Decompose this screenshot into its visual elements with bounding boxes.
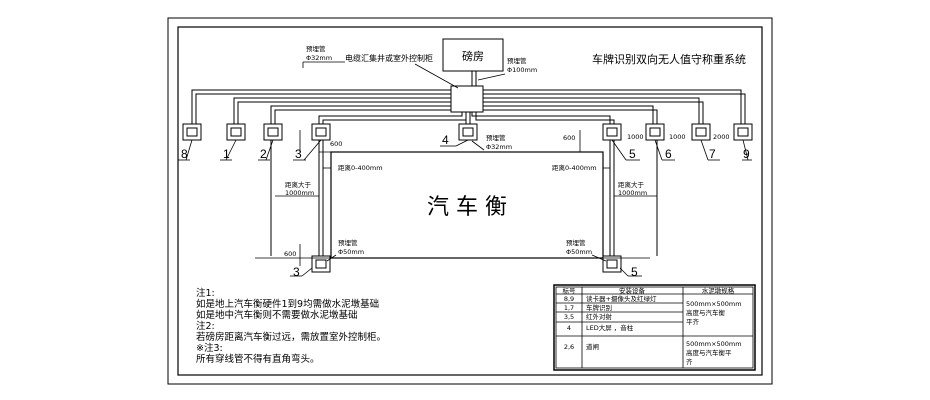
table-cell: 4 xyxy=(567,324,571,332)
note-line: 如是地上汽车衡硬件1到9均需做水泥墩基础 xyxy=(196,298,379,310)
post-number: 5 xyxy=(631,265,638,279)
table-cell: 3,5 xyxy=(564,313,574,321)
pipe-100-spec: Φ100mm xyxy=(507,66,537,74)
dim-1000: 1000 xyxy=(627,133,644,141)
dim-600-top: 600 xyxy=(330,140,342,148)
post-number: 3 xyxy=(295,147,302,161)
svg-text:高度与汽车衡: 高度与汽车衡 xyxy=(686,308,726,317)
post-number: 9 xyxy=(743,147,750,161)
svg-text:1000mm: 1000mm xyxy=(285,189,314,197)
dim-600-bottom: 600 xyxy=(284,250,296,258)
truck-scale-label: 汽 车 衡 xyxy=(427,195,507,220)
post-number: 7 xyxy=(709,147,716,161)
note-line: 如是地中汽车衡则不需要做水泥墩基础 xyxy=(196,309,358,321)
dim-1000: 1000 xyxy=(669,133,686,141)
table-cell: 车牌识别 xyxy=(586,303,612,312)
table-cell: 8,9 xyxy=(564,295,574,303)
post-number: 4 xyxy=(442,133,449,147)
notes: 注1: 如是地上汽车衡硬件1到9均需做水泥墩基础 如是地中汽车衡则不需要做水泥墩… xyxy=(196,287,386,365)
table-cell: 1,7 xyxy=(564,304,574,312)
note-line: 注2: xyxy=(196,320,215,332)
spec-a: 500mm×500mm xyxy=(686,300,742,308)
equipment-table: 标号 安装设备 水泥墩规格 8,9 读卡器+摄像头及红绿灯 1,7 车牌识别 3… xyxy=(553,284,756,371)
svg-text:1000mm: 1000mm xyxy=(618,189,647,197)
table-cell: 红外对射 xyxy=(586,312,613,321)
post-number: 6 xyxy=(665,147,672,161)
svg-text:平齐: 平齐 xyxy=(686,317,700,326)
svg-text:齐: 齐 xyxy=(686,357,693,366)
note-line: ※注3: xyxy=(196,342,223,354)
table-cell: LED大屏 ，音柱 xyxy=(586,323,634,332)
distance-gt-1000-left: 距离大于 xyxy=(285,180,312,189)
note-line: 若磅房距离汽车衡过远，需放置室外控制柜。 xyxy=(196,331,386,343)
pipe-50-right-spec: Φ50mm xyxy=(566,248,592,256)
diagram-title: 车牌识别双向无人值守称重系统 xyxy=(592,52,746,66)
bottom-posts xyxy=(311,255,622,273)
table-cell: 读卡器+摄像头及红绿灯 xyxy=(586,294,657,303)
left-pipes xyxy=(191,89,467,124)
dim-2000: 2000 xyxy=(713,133,730,141)
post-number: 8 xyxy=(181,147,188,161)
pipe-32-center-label: 预埋管 xyxy=(486,133,506,142)
weighbridge-room xyxy=(442,38,504,72)
post-number: 2 xyxy=(260,147,267,161)
table-cell: 道闸 xyxy=(586,342,599,351)
post-number: 3 xyxy=(293,265,300,279)
weighbridge-room-label: 磅房 xyxy=(462,49,484,63)
pipe-50-right-label: 预埋管 xyxy=(566,238,586,247)
inner-frame xyxy=(177,26,763,376)
pipe-32-center-spec: Φ32mm xyxy=(486,143,512,151)
distance-gt-1000-right: 距离大于 xyxy=(618,180,645,189)
distance-0-400-right: 距离0-400mm xyxy=(552,163,597,172)
outer-frame xyxy=(167,17,773,385)
pipe-100-label: 预埋管 xyxy=(507,56,527,65)
pipe-32-spec: Φ32mm xyxy=(306,54,332,62)
note-line: 所有穿线管不得有直角弯头。 xyxy=(196,353,320,365)
right-pipes xyxy=(471,89,746,124)
pipe-50-left-spec: Φ50mm xyxy=(338,248,364,256)
table-header: 安装设备 xyxy=(619,286,646,295)
table-cell: 2,6 xyxy=(564,343,574,351)
post-number: 5 xyxy=(629,147,636,161)
svg-text:高度与汽车衡平: 高度与汽车衡平 xyxy=(686,348,732,357)
distance-0-400-left: 距离0-400mm xyxy=(338,163,383,172)
dim-600-right: 600 xyxy=(563,134,575,142)
note-line: 注1: xyxy=(196,287,215,299)
pipe-50-left-label: 预埋管 xyxy=(338,238,358,247)
spec-b: 500mm×500mm xyxy=(686,340,742,348)
table-header: 水泥墩规格 xyxy=(702,286,735,295)
table-header: 标号 xyxy=(563,286,577,295)
cable-well xyxy=(450,85,484,113)
pipe-32-label: 预埋管 xyxy=(306,44,326,53)
top-posts xyxy=(182,123,753,141)
cable-well-label: 电缆汇集井或室外控制柜 xyxy=(345,53,433,63)
post-number: 1 xyxy=(223,147,230,161)
